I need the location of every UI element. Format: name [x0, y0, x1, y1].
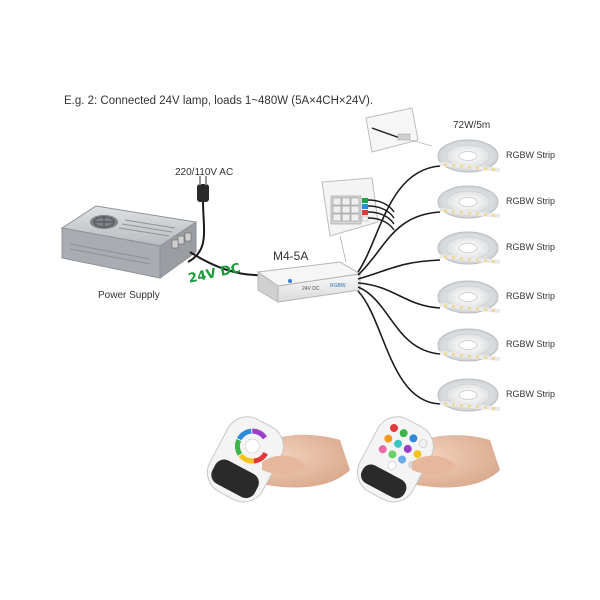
led-chip	[492, 357, 495, 360]
led-chip	[468, 404, 471, 408]
led-chip	[484, 406, 487, 409]
led-chip	[476, 258, 479, 262]
led-chip	[492, 407, 495, 410]
led-chip	[492, 260, 495, 263]
led-chip	[484, 308, 487, 311]
led-strip-reel-5	[437, 328, 501, 362]
controller-badge: RGBW	[330, 283, 346, 289]
ac-input-label: 220/110V AC	[175, 167, 234, 178]
led-chip	[492, 309, 495, 312]
led-chip	[452, 353, 455, 356]
led-chip	[460, 165, 463, 168]
led-strip-reel-2	[437, 185, 501, 219]
led-chip	[460, 211, 463, 214]
led-chip	[444, 402, 447, 405]
led-chip	[476, 166, 479, 170]
led-chip	[484, 259, 487, 262]
controller-face-text: 24V DC	[302, 286, 320, 292]
strip-label-1: RGBW Strip	[506, 150, 556, 160]
m4-5a-controller: 24V DC RGBW	[256, 261, 362, 303]
led-chip	[468, 306, 471, 310]
controller-model-label: M4-5A	[273, 249, 309, 263]
led-chip	[444, 209, 447, 212]
plug-icon	[197, 176, 209, 202]
led-chip	[452, 305, 455, 308]
led-chip	[484, 356, 487, 359]
led-chip	[452, 403, 455, 406]
psu-terminals	[171, 232, 192, 249]
led-chip	[476, 212, 479, 216]
led-chip	[460, 354, 463, 357]
led-chip	[484, 213, 487, 216]
strip-label-4: RGBW Strip	[506, 291, 556, 301]
led-chip	[460, 404, 463, 407]
button-remote-icon	[356, 416, 500, 503]
led-strip-reel-3	[437, 231, 501, 265]
strip-spec-label: 72W/5m	[453, 120, 491, 131]
power-supply-label: Power Supply	[98, 290, 160, 301]
led-strip-reel-6	[437, 378, 501, 412]
controller-led-icon	[288, 279, 292, 283]
led-chip	[492, 168, 495, 171]
led-chip	[468, 165, 471, 169]
led-chip	[468, 211, 471, 215]
led-chip	[444, 352, 447, 355]
strip-reels	[437, 139, 501, 412]
dc-wire	[189, 251, 263, 277]
strip-label-2: RGBW Strip	[506, 196, 556, 206]
diagram-caption: E.g. 2: Connected 24V lamp, loads 1~480W…	[64, 95, 374, 107]
led-chip	[444, 163, 447, 166]
led-chip	[476, 355, 479, 359]
led-chip	[468, 354, 471, 358]
color-wheel-remote-icon	[206, 416, 350, 503]
led-chip	[444, 255, 447, 258]
led-chip	[460, 306, 463, 309]
led-strip-reel-4	[437, 280, 501, 314]
ac-plug	[187, 176, 209, 263]
led-chip	[460, 257, 463, 260]
led-chip	[452, 164, 455, 167]
fan-icon	[90, 215, 118, 229]
led-chip	[484, 167, 487, 170]
strip-label-5: RGBW Strip	[506, 339, 556, 349]
output-wires	[357, 165, 441, 405]
led-strip-reel-1	[437, 139, 501, 173]
led-chip	[476, 405, 479, 409]
wire-inset	[365, 107, 433, 153]
led-chip	[476, 307, 479, 311]
terminal-inset	[321, 177, 395, 263]
power-supply-unit	[60, 205, 198, 279]
led-chip	[492, 214, 495, 217]
led-chip	[452, 256, 455, 259]
strip-label-6: RGBW Strip	[506, 389, 556, 399]
psu-vents	[69, 219, 176, 265]
led-chip	[452, 210, 455, 213]
led-chip	[468, 257, 471, 261]
led-chip	[444, 304, 447, 307]
strip-label-3: RGBW Strip	[506, 242, 556, 252]
